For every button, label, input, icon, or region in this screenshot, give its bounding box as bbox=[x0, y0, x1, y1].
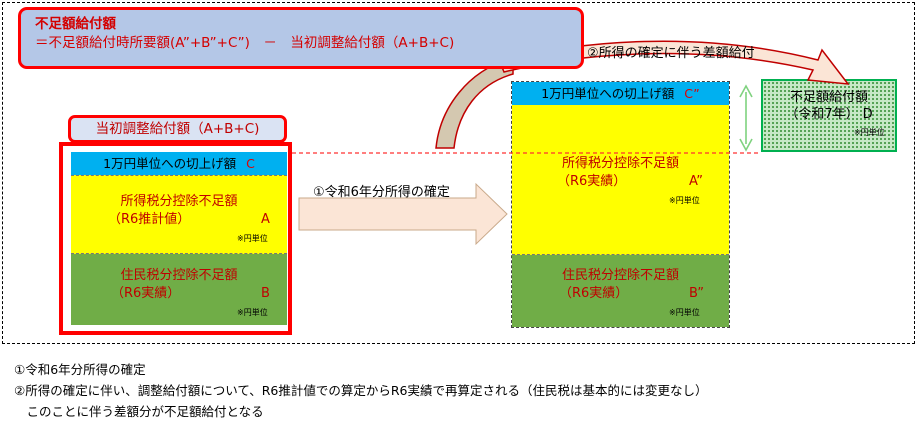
confirmation-arrow-label: ①令和6年分所得の確定 bbox=[313, 185, 450, 200]
shortfall-payment-letter: D bbox=[862, 107, 873, 122]
right-resident-tax-block: 住民税分控除不足額 （R6実績） B” ※円単位 bbox=[512, 255, 729, 327]
right-resident-tax-note: ※円単位 bbox=[669, 308, 700, 317]
right-round-up-band: 1万円単位への切上げ額 C” bbox=[512, 82, 729, 105]
right-income-tax-letter: A” bbox=[689, 174, 704, 189]
left-round-up-label: 1万円単位への切上げ額 bbox=[103, 156, 237, 171]
right-round-up-label: 1万円単位への切上げ額 bbox=[541, 86, 675, 101]
right-income-tax-title: 所得税分控除不足額 bbox=[561, 156, 679, 171]
shortfall-payment-note: ※円単位 bbox=[854, 128, 885, 137]
initial-payment-frame bbox=[59, 142, 292, 335]
right-income-tax-subtitle: （R6実績） bbox=[557, 174, 627, 189]
left-income-tax-block: 所得税分控除不足額 （R6推計値） A ※円単位 bbox=[71, 175, 287, 254]
formula-box: 不足額給付額 ＝不足額給付時所要額(A”+B”+C”) － 当初調整給付額（A+… bbox=[18, 7, 584, 69]
shortfall-payment-title: 不足額給付額 bbox=[789, 90, 868, 105]
difference-payment-label: ②所得の確定に伴う差額給付 bbox=[587, 46, 755, 61]
left-income-tax-subtitle: （R6推計値） bbox=[108, 212, 191, 227]
shortfall-payment-label: 不足額給付額 （令和7年）D bbox=[761, 89, 897, 123]
left-resident-tax-subtitle: （R6実績） bbox=[111, 286, 181, 301]
recalculation-curved-arrow bbox=[435, 57, 514, 149]
footnote-3: このことに伴う差額分が不足額給付となる bbox=[14, 404, 264, 419]
final-payment-frame bbox=[511, 81, 730, 328]
left-resident-tax-note: ※円単位 bbox=[237, 308, 268, 317]
difference-payment-arrow bbox=[498, 40, 850, 85]
confirmation-arrow bbox=[298, 182, 508, 246]
formula-title: 不足額給付額 bbox=[35, 16, 116, 32]
left-round-up-band: 1万円単位への切上げ額 C bbox=[71, 152, 287, 175]
right-resident-tax-subtitle: （R6実績） bbox=[559, 286, 629, 301]
left-resident-tax-block: 住民税分控除不足額 （R6実績） B ※円単位 bbox=[71, 254, 287, 325]
diagram-frame bbox=[2, 2, 915, 344]
footnotes: ①令和6年分所得の確定 ②所得の確定に伴い、調整給付額について、R6推計値での算… bbox=[14, 359, 708, 422]
footnote-2: ②所得の確定に伴い、調整給付額について、R6推計値での算定からR6実績で再算定さ… bbox=[14, 383, 708, 398]
right-round-up-letter: C” bbox=[684, 86, 700, 101]
right-resident-tax-title: 住民税分控除不足額 bbox=[561, 268, 679, 283]
right-income-tax-note: ※円単位 bbox=[669, 196, 700, 205]
shortfall-payment-year: （令和7年） bbox=[785, 107, 859, 122]
left-resident-tax-letter: B bbox=[261, 286, 270, 301]
left-resident-tax-title: 住民税分控除不足額 bbox=[120, 268, 238, 283]
right-resident-tax-letter: B” bbox=[689, 286, 704, 301]
left-income-tax-title: 所得税分控除不足額 bbox=[120, 194, 238, 209]
left-income-tax-note: ※円単位 bbox=[237, 234, 268, 243]
formula-expression: ＝不足額給付時所要額(A”+B”+C”) － 当初調整給付額（A+B+C) bbox=[35, 35, 455, 51]
shortfall-payment-box bbox=[761, 79, 897, 152]
right-income-tax-block: 所得税分控除不足額 （R6実績） A” ※円単位 bbox=[512, 105, 729, 255]
left-income-tax-letter: A bbox=[261, 212, 270, 227]
left-round-up-letter: C bbox=[246, 156, 255, 171]
initial-payment-header: 当初調整給付額（A+B+C) bbox=[68, 115, 287, 143]
footnote-1: ①令和6年分所得の確定 bbox=[14, 362, 146, 377]
